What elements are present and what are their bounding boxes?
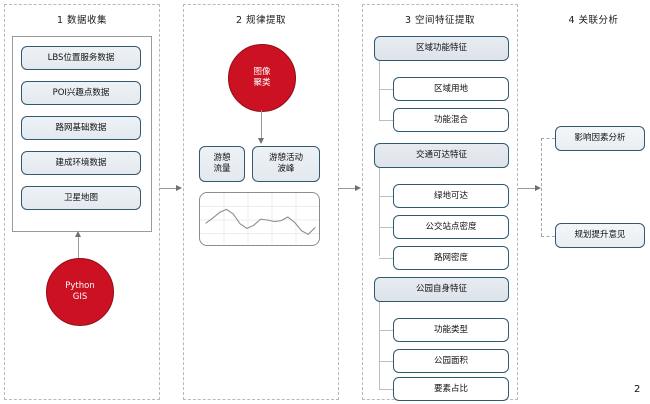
tree-branch-g3-c3 <box>379 389 393 390</box>
tree-trunk-group-3 <box>379 302 380 390</box>
connector-col3-col4 <box>518 188 539 189</box>
node-function-type[interactable]: 功能类型 <box>393 318 509 342</box>
connector-col2-col3 <box>338 188 359 189</box>
tree-branch-g3-c2 <box>379 361 393 362</box>
page-number: 2 <box>634 384 641 395</box>
node-greenspace-accessibility[interactable]: 绿地可达 <box>393 184 509 208</box>
column-panel-4 <box>541 4 646 400</box>
node-park-area[interactable]: 公园面积 <box>393 349 509 373</box>
node-influence-factor-analysis[interactable]: 影响因素分析 <box>555 126 645 151</box>
tree-branch-g1-c2 <box>379 120 393 121</box>
connector-col1-col2 <box>159 188 180 189</box>
column-title-2: 2 规律提取 <box>235 15 287 26</box>
chart-recreation-flow-curve <box>199 192 320 246</box>
column-title-4: 4 关联分析 <box>568 15 619 26</box>
connector-col4-trunk <box>541 138 542 236</box>
node-lbs-data[interactable]: LBS位置服务数据 <box>21 46 141 70</box>
column-panel-1 <box>4 4 160 400</box>
tree-branch-g3-c1 <box>379 330 393 331</box>
node-planning-improvement-suggestions[interactable]: 规划提升意见 <box>555 223 645 248</box>
chart-svg <box>200 193 319 245</box>
node-recreation-flow[interactable]: 游憩 流量 <box>199 146 245 182</box>
tree-branch-g2-c3 <box>379 258 393 259</box>
node-function-mix[interactable]: 功能混合 <box>393 108 509 132</box>
tree-trunk-group-2 <box>379 168 380 256</box>
node-road-network-data[interactable]: 路网基础数据 <box>21 116 141 140</box>
connector-cluster-to-nodes <box>261 110 262 138</box>
connector-pythongis-to-frame <box>78 236 79 260</box>
tree-branch-g2-c2 <box>379 227 393 228</box>
connector-col4-branch-bottom <box>541 236 555 237</box>
node-group-regional-function[interactable]: 区域功能特征 <box>374 36 509 61</box>
node-road-network-density[interactable]: 路网密度 <box>393 246 509 270</box>
node-element-proportion[interactable]: 要素占比 <box>393 377 509 401</box>
column-panel-2 <box>183 4 339 400</box>
tree-branch-g2-c1 <box>379 196 393 197</box>
circle-python-gis: Python GIS <box>46 258 114 326</box>
connector-col4-branch-top <box>541 138 555 139</box>
node-built-environment-data[interactable]: 建成环境数据 <box>21 151 141 175</box>
column-title-1: 1 数据收集 <box>56 15 108 26</box>
arrow-cluster-down <box>257 138 264 144</box>
arrow-col3-col4 <box>535 184 541 191</box>
node-regional-land-use[interactable]: 区域用地 <box>393 77 509 101</box>
node-bus-stop-density[interactable]: 公交站点密度 <box>393 215 509 239</box>
arrow-col2-col3 <box>355 184 361 191</box>
node-satellite-map-data[interactable]: 卫星地图 <box>21 186 141 210</box>
column-title-3: 3 空间特征提取 <box>404 15 476 26</box>
tree-branch-g1-c1 <box>379 89 393 90</box>
chart-gridlines <box>200 193 319 245</box>
node-recreation-peak[interactable]: 游憩活动 波峰 <box>252 146 320 182</box>
node-group-park-attributes[interactable]: 公园自身特征 <box>374 277 509 302</box>
chart-series-line <box>205 208 316 235</box>
circle-image-clustering: 图像 聚类 <box>228 44 296 112</box>
tree-trunk-group-1 <box>379 61 380 121</box>
node-poi-data[interactable]: POI兴趣点数据 <box>21 81 141 105</box>
node-group-transport-accessibility[interactable]: 交通可达特征 <box>374 143 509 168</box>
arrow-pythongis-up <box>74 231 81 237</box>
arrow-col1-col2 <box>176 184 182 191</box>
